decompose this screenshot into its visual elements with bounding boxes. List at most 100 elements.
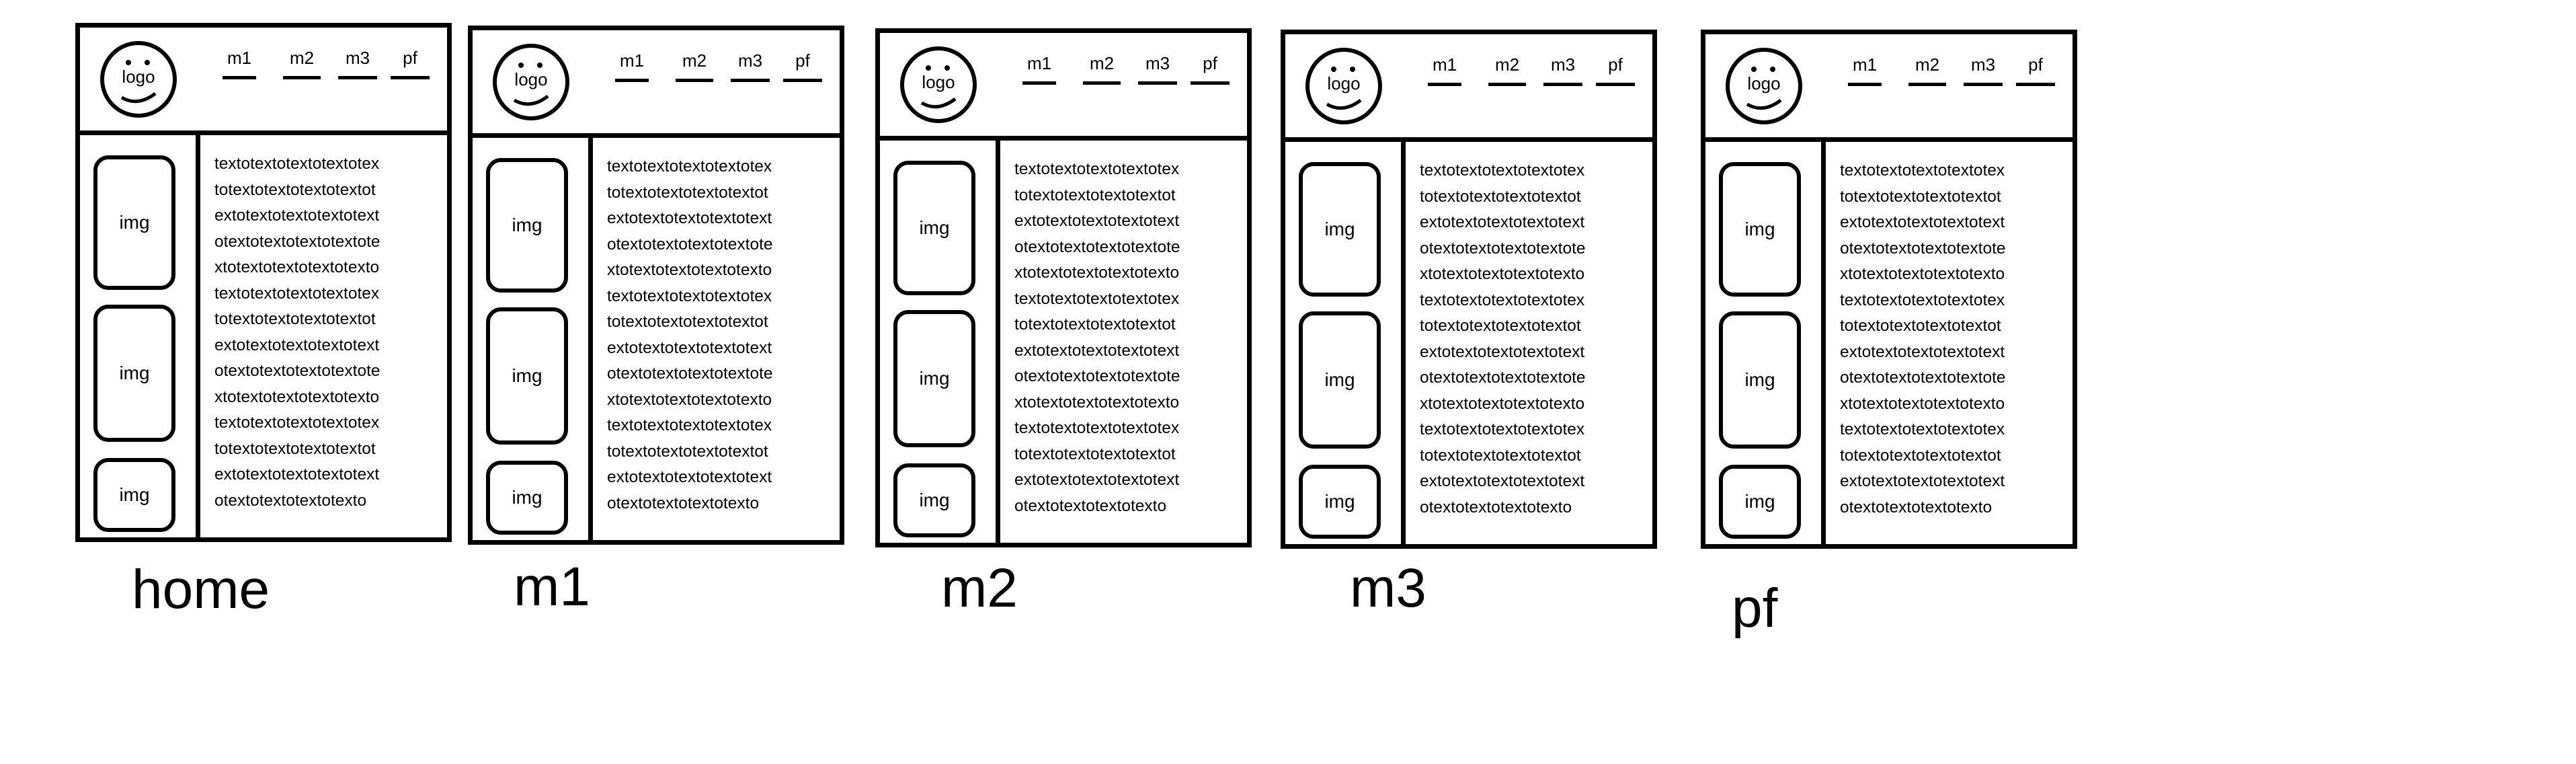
nav-item-underline [1908,83,1946,86]
text-line: textotextotextotextotex [214,284,380,303]
logo: logo [1304,46,1383,126]
text-line: otextotextotextotextote [1014,237,1180,256]
nav-item-underline [283,76,321,79]
nav-item-underline [338,76,377,79]
text-line: extotextotextotextotext [607,209,772,227]
page-caption: pf [1732,578,1778,639]
sidebar-divider [588,138,593,540]
nav-item-label: pf [1608,54,1623,75]
image-placeholder-label: img [1744,369,1775,390]
nav-item-underline [731,79,770,82]
logo-label: logo [122,67,155,87]
image-placeholder-label: img [119,362,150,383]
text-line: otextotextotextotextote [214,362,380,380]
nav-item-label: pf [403,48,417,68]
content-text-block: textotextotextotextotex totextotextotexto… [1840,158,2062,527]
text-line: otextotextotextotextote [1840,369,2006,387]
nav-item-pf[interactable]: pf [1596,54,1635,86]
nav-item-label: m1 [619,50,645,71]
content-text-block: textotextotextotextotex totextotextotexto… [1014,157,1236,525]
nav-item-label: m2 [289,48,315,68]
text-line: extotextotextotextotext [1014,341,1180,360]
image-placeholder-label: img [1324,369,1355,390]
image-placeholder-label: img [1744,219,1775,239]
nav-item-label: m3 [1550,54,1576,75]
nav-item-underline [1083,81,1121,85]
text-line: totextotextotextotextot [1420,187,1581,206]
nav-item-pf[interactable]: pf [783,50,822,82]
text-line: extotextotextotextotext [214,336,380,354]
logo: logo [1724,46,1804,126]
nav-item-pf[interactable]: pf [391,48,430,79]
text-line: totextotextotextotextot [1840,446,2001,465]
text-line: totextotextotextotextot [214,310,376,328]
text-line: totextotextotextotextot [214,180,376,199]
image-placeholder-label: img [1324,219,1355,239]
nav-item-pf[interactable]: pf [2016,54,2055,86]
nav-item-m1[interactable]: m1 [615,50,649,82]
nav-item-m2[interactable]: m2 [283,48,321,79]
text-line: extotextotextotextotext [1840,213,2005,231]
nav-item-underline [223,76,256,79]
nav-item-pf[interactable]: pf [1191,53,1230,85]
nav-item-underline [1488,83,1526,86]
text-line: totextotextotextotextot [1840,317,2001,335]
sidebar-divider [1821,142,1826,544]
text-line: xtotextotextotextotexto [1420,265,1585,283]
text-line: extotextotextotextotext [607,338,772,357]
nav-item-m2[interactable]: m2 [1908,54,1946,86]
image-placeholder-label: img [919,368,950,389]
logo: logo [491,42,571,122]
nav-item-m1[interactable]: m1 [1022,53,1056,85]
text-line: textotextotextotextotex [607,416,772,434]
page-caption: home [132,559,270,620]
text-line: totextotextotextotextot [607,442,768,461]
image-placeholder: img [93,305,175,442]
text-line: otextotextotextotextote [214,232,380,251]
nav-item-label: m2 [1915,54,1940,75]
text-line: extotextotextotextotext [1840,472,2005,490]
text-line: extotextotextotextotext [1014,212,1180,230]
nav-item-m2[interactable]: m2 [1083,53,1121,85]
text-line: xtotextotextotextotexto [1420,394,1585,413]
text-line: otextotextotextotexto [607,494,760,512]
text-line: totextotextotextotextot [1014,315,1176,334]
nav-item-underline [1022,81,1056,85]
nav-item-underline [615,79,649,82]
image-placeholder: img [486,461,568,535]
nav-item-m3[interactable]: m3 [1964,54,2003,86]
nav-item-m2[interactable]: m2 [676,50,713,82]
nav-item-m1[interactable]: m1 [1428,54,1461,86]
smiley-face-icon [900,46,977,123]
nav-menu: m1 m2 m3 pf [223,48,438,88]
text-line: otextotextotextotextote [1840,239,2006,258]
nav-item-m3[interactable]: m3 [1543,54,1582,86]
nav-item-m3[interactable]: m3 [338,48,377,79]
text-line: otextotextotextotextote [607,235,773,254]
image-placeholder-label: img [919,217,950,238]
nav-item-m3[interactable]: m3 [731,50,770,82]
image-placeholder-label: img [119,212,150,233]
sidebar-divider [196,135,200,537]
text-line: extotextotextotextotext [214,206,380,225]
text-line: textotextotextotextotex [607,286,772,305]
image-placeholder: img [486,158,568,293]
nav-item-m1[interactable]: m1 [1848,54,1882,86]
nav-item-label: m3 [345,48,370,68]
text-line: textotextotextotextotex [1014,419,1180,437]
text-line: xtotextotextotextotexto [607,261,772,279]
text-line: totextotextotextotextot [1014,186,1176,204]
nav-item-m1[interactable]: m1 [223,48,256,79]
nav-item-m3[interactable]: m3 [1138,53,1177,85]
text-line: textotextotextotextotex [1840,161,2005,180]
page-caption: m1 [514,556,590,617]
text-line: textotextotextotextotex [1420,420,1585,438]
nav-item-m2[interactable]: m2 [1488,54,1526,86]
nav-menu: m1 m2 m3 pf [1022,53,1238,93]
